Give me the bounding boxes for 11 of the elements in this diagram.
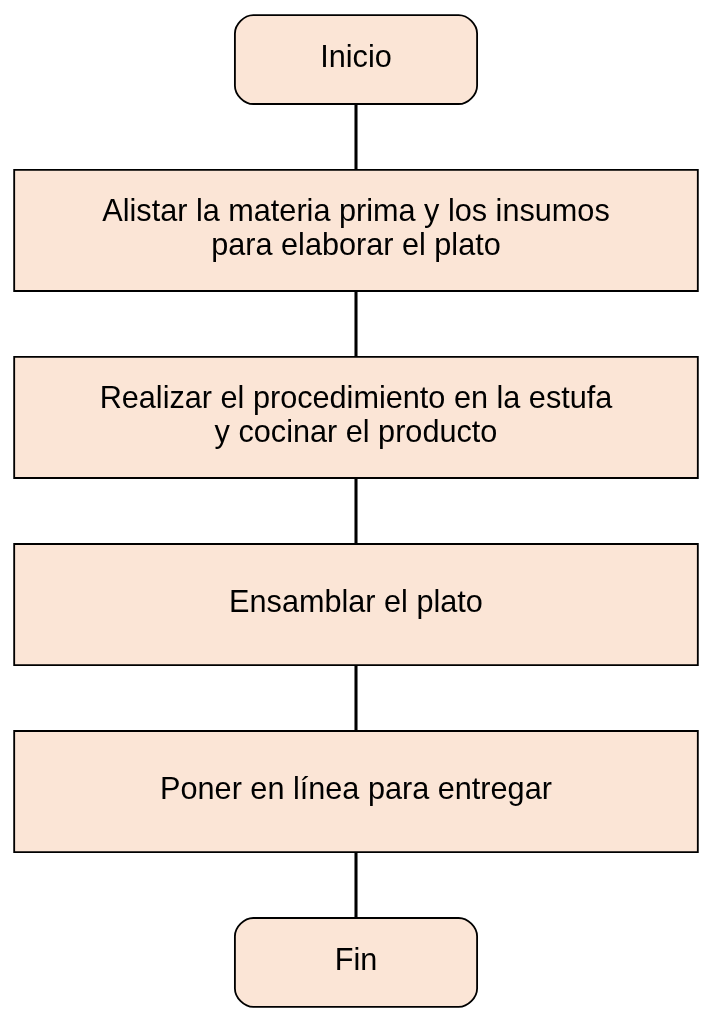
node-box: Alistar la materia prima y los insumos para elaborar el plato [13,168,699,292]
connector [354,664,358,731]
connector [354,477,358,544]
node-box: Realizar el procedimiento en la estufa y cocinar el producto [13,355,699,479]
connector [354,290,358,357]
node-box: Ensamblar el plato [13,542,699,666]
node-box: Fin [234,916,478,1008]
connector [354,103,358,169]
node-box: Inicio [234,13,478,105]
connector [354,851,358,918]
node-box: Poner en línea para entregar [13,729,699,853]
